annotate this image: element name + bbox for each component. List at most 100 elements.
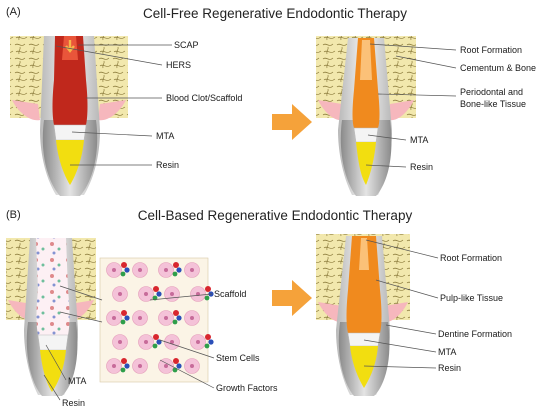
growth-factor-red	[121, 358, 127, 364]
label-growth-factors: Growth Factors	[216, 383, 278, 393]
scaffold-inset	[99, 257, 214, 383]
growth-factor-red	[173, 262, 179, 268]
label-mta-a-right: MTA	[410, 135, 428, 145]
growth-factor-red	[173, 310, 179, 316]
label-scap: SCAP	[174, 40, 199, 50]
growth-factor-green	[152, 343, 158, 349]
cell-nucleus	[164, 268, 168, 272]
growth-factor-red	[153, 286, 159, 292]
growth-factor-green	[172, 367, 178, 373]
progression-arrow-icon	[272, 104, 312, 140]
label-dentine-formation: Dentine Formation	[438, 329, 512, 339]
resin-layer	[356, 142, 376, 185]
growth-factor-blue	[156, 339, 162, 345]
mta-layer	[37, 334, 69, 351]
label-bone-like-tissue: Bone-like Tissue	[460, 99, 526, 109]
cell-nucleus	[138, 364, 142, 368]
panel-b-title: Cell-Based Regenerative Endodontic Thera…	[138, 208, 413, 223]
growth-factor-red	[121, 310, 127, 316]
tooth-b-right	[316, 234, 410, 396]
label-hers: HERS	[166, 60, 191, 70]
cell-nucleus	[164, 316, 168, 320]
label-cementum-bone: Cementum & Bone	[460, 63, 536, 73]
tooth-a-right	[316, 36, 416, 196]
tissue-highlight	[360, 40, 372, 80]
label-resin-b-left: Resin	[62, 398, 85, 408]
cell-nucleus	[138, 268, 142, 272]
growth-factor-blue	[124, 363, 130, 369]
growth-factor-blue	[176, 315, 182, 321]
label-stem-cells: Stem Cells	[216, 353, 260, 363]
panel-a-title: Cell-Free Regenerative Endodontic Therap…	[143, 6, 407, 21]
progression-arrow-icon	[272, 280, 312, 316]
mta-layer	[347, 332, 381, 347]
growth-factor-green	[120, 367, 126, 373]
gingiva-right	[98, 100, 126, 121]
label-scaffold: Scaffold	[214, 289, 246, 299]
label-pulp-like-tissue: Pulp-like Tissue	[440, 293, 503, 303]
cell-nucleus	[112, 316, 116, 320]
cell-nucleus	[190, 268, 194, 272]
label-root-formation-b: Root Formation	[440, 253, 502, 263]
growth-factor-blue	[124, 267, 130, 273]
growth-factor-green	[172, 319, 178, 325]
cell-nucleus	[118, 340, 122, 344]
tooth-b-left	[6, 238, 96, 396]
mta-layer	[353, 127, 379, 143]
tooth-b-left-leaders	[43, 285, 215, 401]
panel-b-tag: (B)	[6, 209, 21, 221]
growth-factor-blue	[208, 339, 214, 345]
growth-factor-red	[121, 262, 127, 268]
tissue-highlight	[359, 238, 369, 270]
regenerated-tissue	[352, 38, 380, 128]
blood-clot-scaffold	[52, 36, 88, 125]
label-resin-b-right: Resin	[438, 363, 461, 373]
cell-nucleus	[170, 292, 174, 296]
label-mta-a-left: MTA	[156, 131, 174, 141]
growth-factor-green	[204, 295, 210, 301]
growth-factor-blue	[124, 315, 130, 321]
cell-nucleus	[118, 292, 122, 296]
growth-factor-red	[173, 358, 179, 364]
gingiva-left	[12, 100, 40, 121]
cell-nucleus	[138, 316, 142, 320]
panel-a-tag: (A)	[6, 6, 21, 18]
cell-nucleus	[144, 292, 148, 296]
label-blood-clot-scaffold: Blood Clot/Scaffold	[166, 93, 242, 103]
label-mta-b-right: MTA	[438, 347, 456, 357]
growth-factor-green	[120, 319, 126, 325]
cell-nucleus	[112, 268, 116, 272]
label-resin-a-right: Resin	[410, 162, 433, 172]
growth-factor-red	[205, 334, 211, 340]
tooth-b-right-leaders	[363, 239, 439, 369]
gingiva-left	[318, 100, 344, 121]
tooth-a-left	[10, 36, 128, 196]
tooth-a-right-leaders	[365, 43, 457, 168]
label-root-formation-a: Root Formation	[460, 45, 522, 55]
growth-factor-blue	[176, 363, 182, 369]
cell-nucleus	[144, 340, 148, 344]
label-resin-a-left: Resin	[156, 160, 179, 170]
growth-factor-blue	[176, 267, 182, 273]
regenerated-pulp	[346, 236, 382, 333]
resin-layer	[40, 350, 66, 392]
growth-factor-green	[172, 271, 178, 277]
cell-nucleus	[170, 340, 174, 344]
cell-nucleus	[196, 340, 200, 344]
resin-layer	[56, 140, 84, 185]
cell-nucleus	[190, 316, 194, 320]
tooth-a-left-leaders	[55, 44, 172, 166]
cell-nucleus	[112, 364, 116, 368]
cell-nucleus	[164, 364, 168, 368]
growth-factor-red	[205, 286, 211, 292]
growth-factor-green	[204, 343, 210, 349]
cell-nucleus	[190, 364, 194, 368]
growth-factor-red	[153, 334, 159, 340]
growth-factor-green	[120, 271, 126, 277]
cell-laden-scaffold	[36, 238, 70, 335]
label-mta-b-left: MTA	[68, 376, 86, 386]
gingiva-right	[388, 100, 414, 121]
resin-layer	[350, 346, 378, 388]
label-periodontal: Periodontal and	[460, 87, 523, 97]
